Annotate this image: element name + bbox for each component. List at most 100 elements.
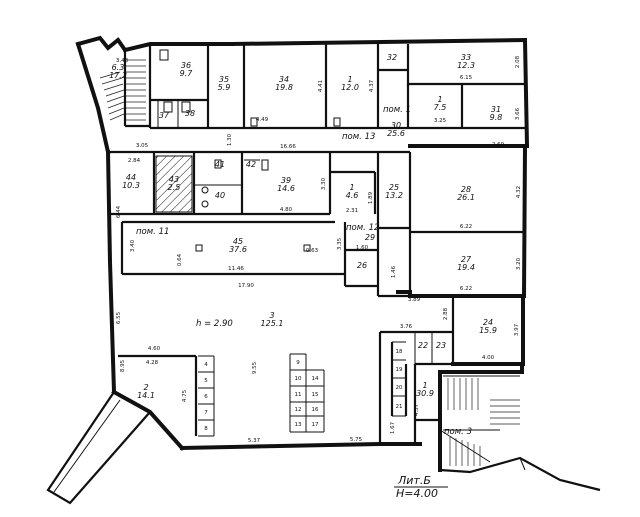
cell-7: 7 — [204, 410, 208, 416]
room-7-area: 7.5 — [434, 103, 447, 112]
dim-4-60: 4.60 — [148, 346, 161, 352]
room-labels: 3.48 6.3 17.2 36 9.7 35 5.9 34 19.8 1 12… — [109, 53, 502, 400]
room-2-area: 14.1 — [137, 391, 155, 400]
room-26-num: 26 — [357, 261, 367, 270]
cell-20: 20 — [396, 385, 403, 391]
room-40-num: 40 — [215, 191, 225, 200]
room-1b-area: 4.6 — [346, 191, 359, 200]
room-34-area: 19.8 — [275, 83, 293, 92]
room-33-area: 12.3 — [457, 61, 475, 70]
diagonal-wing — [46, 391, 601, 505]
dim-1-60: 1.60 — [356, 245, 369, 251]
room-1a-num: 1 — [347, 75, 352, 84]
cell-4: 4 — [204, 362, 208, 368]
title-line-1: Лит.Б — [397, 474, 431, 487]
dim-1-46: 1.46 — [391, 265, 397, 278]
dim-3-40: 3.40 — [130, 239, 136, 252]
dim-0-63: 0.63 — [306, 248, 319, 254]
dim-3-76: 3.76 — [400, 324, 413, 330]
dim-2-88: 2.88 — [443, 307, 449, 320]
room-41-num: 41 — [215, 160, 225, 169]
dim-3-05: 3.05 — [136, 143, 149, 149]
dim-4-00: 4.00 — [482, 355, 495, 361]
dim-8-95: 8.95 — [120, 359, 126, 372]
dim-5-95: 5.95 — [488, 370, 501, 376]
room-3-num: 3 — [269, 311, 274, 320]
zone-labels: пом. 13 пом. 12 пом. 11 пом. 3 пом. 1 h … — [136, 105, 472, 437]
room-35-num: 35 — [219, 75, 229, 84]
room-1a-area: 12.0 — [341, 83, 359, 92]
room-29-num: 29 — [365, 233, 375, 242]
cell-6: 6 — [204, 394, 208, 400]
room-24-num: 24 — [483, 318, 493, 327]
fixtures — [159, 49, 412, 294]
small-cell-labels: 4 5 6 7 8 9 10 11 12 13 14 15 16 17 18 1… — [204, 349, 403, 432]
room-43-area: 2.5 — [168, 183, 181, 192]
dim-4-28: 4.28 — [146, 360, 159, 366]
room-37-num: 37 — [159, 111, 170, 120]
room-24-area: 15.9 — [479, 326, 497, 335]
dim-6-15: 6.15 — [460, 75, 473, 81]
dim-1-89: 1.89 — [368, 191, 374, 204]
dim-6-22b: 6.22 — [460, 286, 472, 292]
cell-13: 13 — [295, 422, 302, 428]
dimension-labels: 4.49 4.41 4.37 6.15 2.08 3.25 3.66 2.69 … — [116, 55, 522, 444]
room-31-area: 9.8 — [490, 113, 503, 122]
room-31-num: 31 — [491, 105, 501, 114]
room-35-area: 5.9 — [218, 83, 231, 92]
dim-16-66: 16.66 — [280, 144, 296, 150]
room-45-area: 37.6 — [229, 245, 247, 254]
cell-8: 8 — [204, 426, 208, 432]
hatched-shaft — [155, 155, 193, 213]
dim-0-64: 0.64 — [177, 253, 183, 266]
dim-3-97: 3.97 — [514, 323, 520, 336]
room-28-area: 26.1 — [457, 193, 475, 202]
room-32-num: 32 — [387, 53, 397, 62]
room-7-num: 1 — [437, 95, 442, 104]
room-3-area: 125.1 — [261, 319, 284, 328]
room-top-area: 6.3 — [112, 63, 125, 72]
dim-17-90: 17.90 — [238, 283, 254, 289]
dim-6-22a: 6.22 — [460, 224, 472, 230]
dim-3-25: 3.25 — [434, 118, 447, 124]
dim-5-75: 5.75 — [350, 437, 363, 443]
dim-1-67: 1.67 — [390, 421, 396, 434]
cell-21: 21 — [396, 404, 403, 410]
room-36-num: 36 — [181, 61, 191, 70]
room-45-num: 45 — [233, 237, 243, 246]
dim-9-55: 9.55 — [252, 361, 258, 374]
dim-4-75: 4.75 — [182, 389, 188, 402]
room-39-num: 39 — [281, 176, 291, 185]
room-25-num: 25 — [389, 183, 399, 192]
dim-2-08: 2.08 — [515, 55, 521, 68]
height-note: h = 2.90 — [196, 319, 233, 329]
room-25-area: 13.2 — [385, 191, 403, 200]
dim-2-69: 2.69 — [492, 142, 505, 148]
cell-14: 14 — [312, 376, 319, 382]
zone-pom-1: пом. 1 — [383, 105, 411, 115]
dim-6-55: 6.55 — [116, 311, 122, 324]
dim-4-41: 4.41 — [318, 80, 324, 92]
cell-16: 16 — [312, 407, 319, 413]
dim-3-66: 3.66 — [515, 107, 521, 120]
cell-10: 10 — [295, 376, 302, 382]
dim-4-49: 4.49 — [256, 117, 269, 123]
room-27-num: 27 — [461, 255, 472, 264]
cell-5: 5 — [204, 378, 208, 384]
room-22-num: 22 — [418, 341, 428, 350]
dim-6-44: 6.44 — [116, 205, 122, 218]
cell-12: 12 — [295, 407, 302, 413]
room-43-num: 43 — [169, 175, 179, 184]
dim-11-46: 11.46 — [228, 266, 244, 272]
room-44-area: 10.3 — [122, 181, 140, 190]
room-1c-num: 1 — [422, 381, 427, 390]
room-1c-area: 30.9 — [416, 389, 434, 398]
room-34-num: 34 — [279, 75, 289, 84]
dim-2-31: 2.31 — [346, 208, 358, 214]
room-30-num: 30 — [391, 121, 401, 130]
cell-18: 18 — [396, 349, 403, 355]
cell-17: 17 — [312, 422, 319, 428]
room-2-num: 2 — [143, 383, 148, 392]
room-top-extra: 17.2 — [109, 71, 127, 80]
